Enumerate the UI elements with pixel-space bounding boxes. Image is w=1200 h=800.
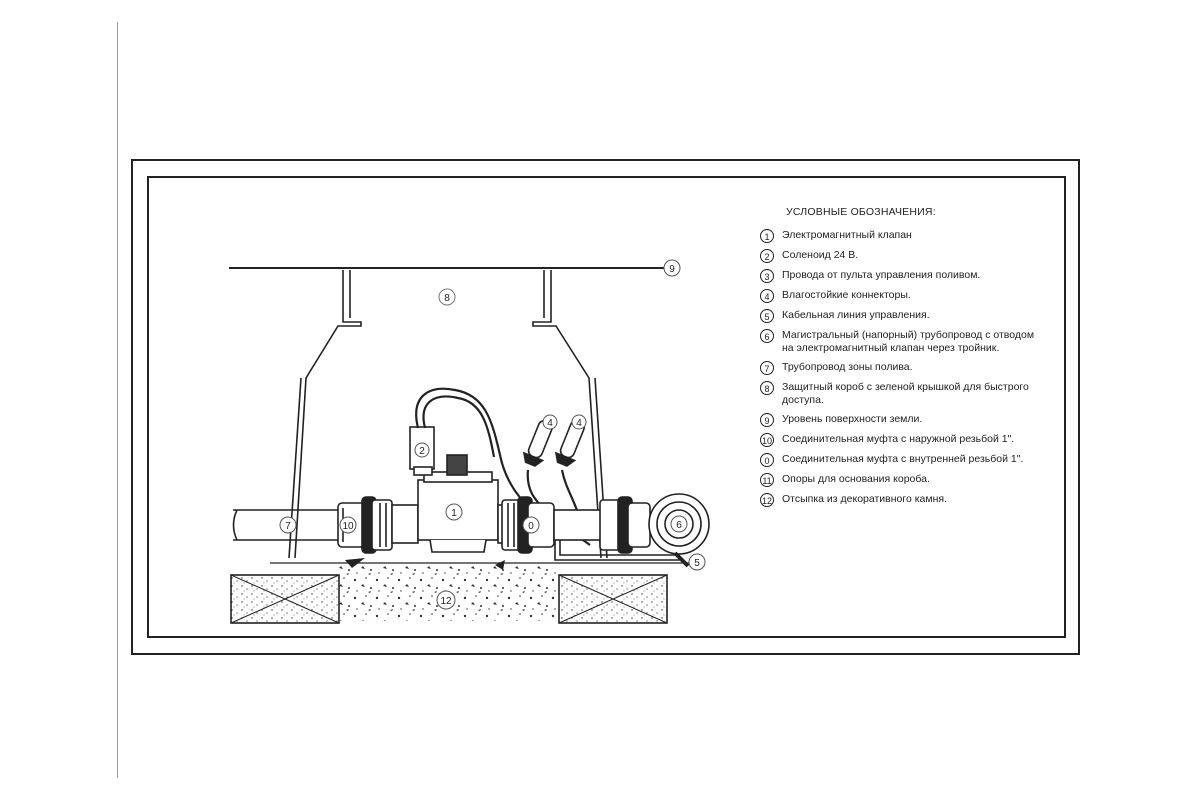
legend-item: 6 Магистральный (напорный) трубопровод с …: [760, 329, 1060, 355]
callout-coupling-female: 0: [522, 516, 540, 534]
legend-item-text: Провода от пульта управления поливом.: [782, 269, 981, 281]
callout-cable-line: 5: [688, 553, 706, 571]
legend: УСЛОВНЫЕ ОБОЗНАЧЕНИЯ: 1 Электромагнитный …: [760, 206, 1060, 513]
legend-item-text: Кабельная линия управления.: [782, 309, 930, 321]
legend-item-text: Отсыпка из декоративного камня.: [782, 493, 948, 505]
page-margin-rule: [117, 22, 118, 778]
callout-box-num: 8: [444, 293, 450, 304]
legend-item-number: 3: [760, 269, 774, 283]
legend-item-number: 1: [760, 229, 774, 243]
legend-item-text: Влагостойкие коннекторы.: [782, 289, 911, 301]
tee-connection: [553, 496, 651, 554]
legend-item-number: 4: [760, 289, 774, 303]
legend-item-number: 6: [760, 329, 774, 343]
legend-item: 4 Влагостойкие коннекторы.: [760, 289, 1060, 303]
callout-connector-b: 4: [571, 414, 587, 430]
solenoid: [409, 426, 468, 476]
support-block-right: [558, 574, 668, 624]
callout-box: 8: [438, 288, 456, 306]
callout-ground-level-num: 9: [669, 264, 675, 275]
legend-items: 1 Электромагнитный клапан 2 Соленоид 24 В. 3…: [760, 229, 1060, 507]
legend-item: 5 Кабельная линия управления.: [760, 309, 1060, 323]
legend-item: 0 Соединительная муфта с внутренней резьб…: [760, 453, 1060, 467]
legend-item: 9 Уровень поверхности земли.: [760, 413, 1060, 427]
legend-item-text: Соединительная муфта с наружной резьбой …: [782, 433, 1015, 445]
callout-zone-pipe-num: 7: [285, 521, 291, 532]
callout-valve: 1: [445, 503, 463, 521]
callout-main-pipe: 6: [670, 515, 688, 533]
drawing-frame-outer: [131, 159, 1080, 655]
callout-zone-pipe: 7: [279, 516, 297, 534]
legend-item-text: Электромагнитный клапан: [782, 229, 912, 241]
legend-item-text: Соленоид 24 В.: [782, 249, 859, 261]
legend-item-text: Защитный короб с зеленой крышкой для быс…: [782, 381, 1029, 406]
legend-item-number: 8: [760, 381, 774, 395]
legend-item: 2 Соленоид 24 В.: [760, 249, 1060, 263]
zone-pipe: [232, 509, 340, 541]
legend-item-text: Опоры для основания короба.: [782, 473, 930, 485]
cable-conduit: [554, 540, 690, 568]
callout-connector-a: 4: [542, 414, 558, 430]
callout-cable-line-num: 5: [694, 558, 700, 569]
legend-item-number: 11: [760, 473, 774, 487]
legend-title: УСЛОВНЫЕ ОБОЗНАЧЕНИЯ:: [786, 206, 936, 218]
legend-item: 11 Опоры для основания короба.: [760, 473, 1060, 487]
legend-item-text: Соединительная муфта с внутренней резьбо…: [782, 453, 1024, 465]
callout-ground-level: 9: [663, 259, 681, 277]
callout-solenoid-num: 2: [419, 446, 425, 457]
legend-item-number: 2: [760, 249, 774, 263]
legend-item-number: 12: [760, 493, 774, 507]
legend-item-number: 9: [760, 413, 774, 427]
legend-item-number: 0: [760, 453, 774, 467]
legend-item-number: 10: [760, 433, 774, 447]
callout-solenoid: 2: [414, 442, 430, 458]
legend-item: 10 Соединительная муфта с наружной резьбо…: [760, 433, 1060, 447]
callout-coupling-female-num: 0: [528, 521, 534, 532]
legend-item: 12 Отсыпка из декоративного камня.: [760, 493, 1060, 507]
legend-item: 3 Провода от пульта управления поливом.: [760, 269, 1060, 283]
callout-coupling-male: 10: [339, 516, 357, 534]
legend-item-text: Трубопровод зоны полива.: [782, 361, 913, 373]
legend-item-number: 7: [760, 361, 774, 375]
callout-connector-a-num: 4: [547, 418, 553, 429]
callout-connector-b-num: 4: [576, 418, 582, 429]
legend-item: 8 Защитный короб с зеленой крышкой для бы…: [760, 381, 1060, 407]
callout-gravel-num: 12: [440, 596, 452, 607]
legend-item: 1 Электромагнитный клапан: [760, 229, 1060, 243]
legend-item-number: 5: [760, 309, 774, 323]
callout-gravel: 12: [436, 590, 456, 610]
drawing-frame-inner: [147, 176, 1066, 638]
legend-item-text: Магистральный (напорный) трубопровод с о…: [782, 329, 1035, 354]
callout-valve-num: 1: [451, 508, 457, 519]
legend-item: 7 Трубопровод зоны полива.: [760, 361, 1060, 375]
support-block-left: [230, 574, 340, 624]
callout-main-pipe-num: 6: [676, 520, 682, 531]
legend-item-text: Уровень поверхности земли.: [782, 413, 923, 425]
gravel-fill: [337, 558, 559, 621]
moisture-connectors: [522, 419, 585, 467]
callout-coupling-male-num: 10: [342, 521, 354, 532]
